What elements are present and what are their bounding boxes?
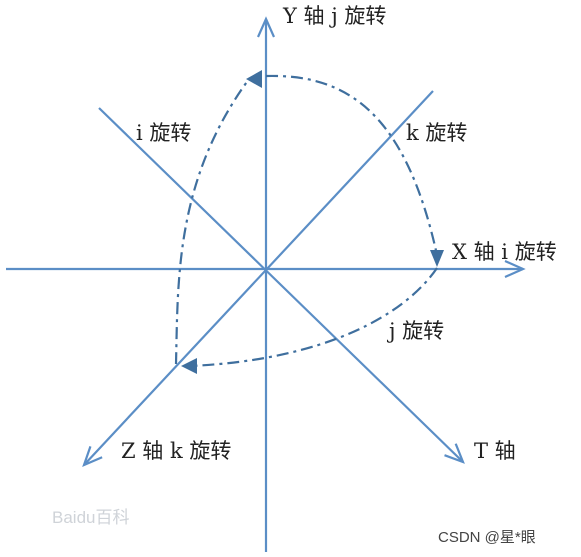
t-axis-label: T 轴 — [474, 439, 516, 463]
rotation-arc-x-to-z — [189, 267, 438, 368]
z-axis-line — [82, 90, 434, 467]
baidu-watermark: Baidu百科 — [52, 508, 129, 527]
k-rotation-label: k 旋转 — [406, 121, 467, 145]
t-axis-line — [98, 107, 465, 464]
z-axis-label: Z 轴 k 旋转 — [121, 439, 231, 463]
i-rotation-label: i 旋转 — [136, 121, 191, 145]
j-rotation-label: j 旋转 — [386, 319, 444, 343]
rotation-arc-y-to-x — [265, 74, 439, 256]
rotation-arc-z-to-y — [174, 78, 250, 365]
arc-arrowhead-right — [430, 250, 444, 267]
y-axis-label: Y 轴 j 旋转 — [282, 4, 386, 28]
arc-arrowhead-bottom — [181, 358, 197, 374]
csdn-watermark: CSDN @星*眼 — [438, 529, 536, 546]
arc-arrowhead-top — [246, 70, 262, 88]
x-axis-label: X 轴 i 旋转 — [452, 240, 557, 264]
